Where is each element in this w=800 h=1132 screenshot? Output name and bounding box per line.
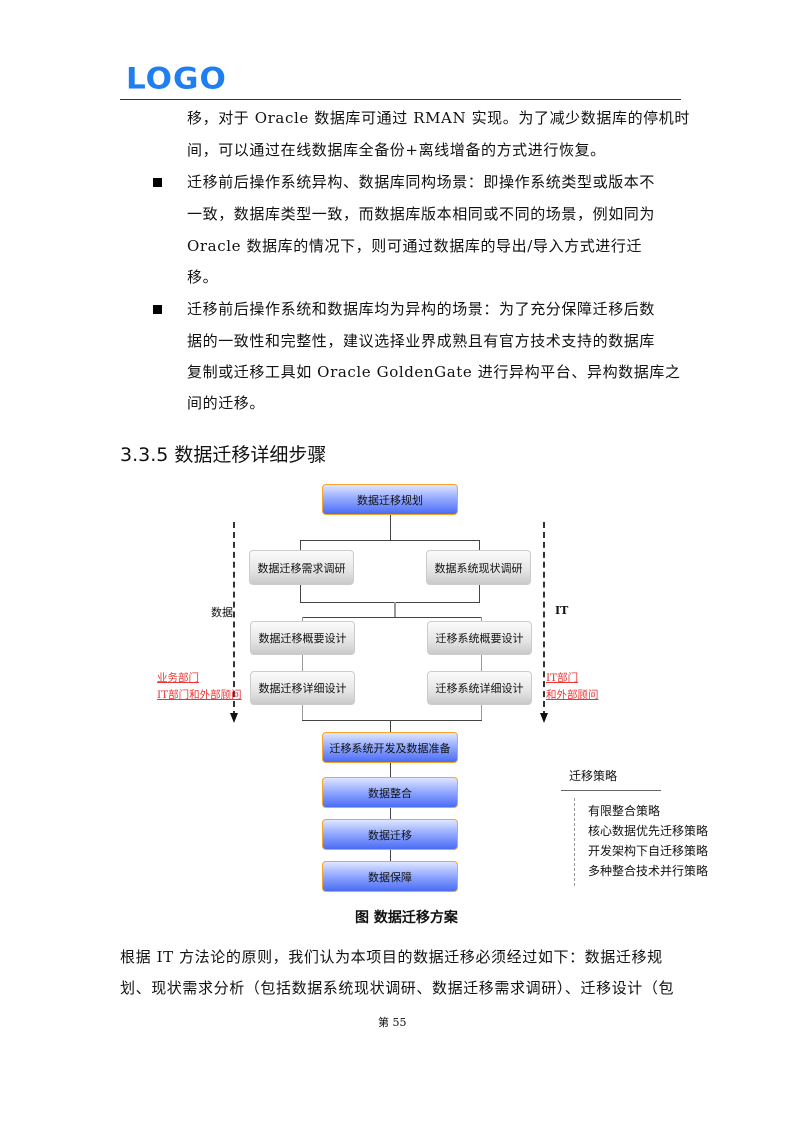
left-red-label: IT部门和外部顾问 (157, 689, 242, 701)
legend-item: 开发架构下自迁移策略 (588, 844, 709, 858)
legend-item: 核心数据优先迁移策略 (588, 824, 709, 838)
body-line: Oracle 数据库的情况下，则可通过数据库的导出/导入方式进行迁 (187, 237, 643, 255)
right-red-label: 和外部顾问 (546, 689, 599, 701)
left-label: 数据 (211, 606, 233, 619)
step-box: 迁移系统开发及数据准备 (322, 732, 458, 763)
arrow-down-icon (540, 713, 548, 723)
step-box: 迁移系统概要设计 (427, 621, 532, 655)
connector (479, 585, 480, 602)
step-box: 数据迁移 (322, 819, 458, 850)
step-box: 迁移系统详细设计 (427, 671, 532, 705)
step-box: 数据迁移需求调研 (249, 550, 354, 585)
legend-item: 多种整合技术并行策略 (588, 864, 709, 878)
page-number: 第 55 (378, 1016, 407, 1029)
body-line: 移。 (187, 268, 219, 286)
left-red-label: 业务部门 (157, 672, 199, 684)
arrow-down-icon (230, 713, 238, 723)
step-box: 数据整合 (322, 777, 458, 808)
connector (302, 617, 482, 618)
dashed-arrow-line (543, 522, 545, 717)
connector (300, 602, 480, 603)
connector (300, 540, 480, 541)
legend-title: 迁移策略 (569, 769, 618, 783)
step-box: 数据迁移详细设计 (250, 671, 355, 705)
connector (302, 720, 482, 721)
paragraph-line: 划、现状需求分析（包括数据系统现状调研、数据迁移需求调研）、迁移设计（包 (120, 979, 675, 997)
bullet-icon (153, 305, 162, 314)
body-line: 迁移前后操作系统和数据库均为异构的场景：为了充分保障迁移后数 (187, 300, 656, 318)
legend-item: 有限整合策略 (588, 804, 661, 818)
connector (300, 585, 301, 602)
right-label: IT (555, 604, 569, 617)
legend-dashed-line (574, 798, 575, 886)
connector (394, 602, 396, 617)
legend-rule (561, 790, 661, 791)
bullet-icon (153, 178, 162, 187)
body-line: 移，对于 Oracle 数据库可通过 RMAN 实现。为了减少数据库的停机时 (187, 109, 690, 127)
connector (390, 515, 391, 540)
dashed-arrow-line (233, 522, 235, 717)
connector (481, 617, 482, 720)
header-rule (120, 99, 681, 100)
body-line: 复制或迁移工具如 Oracle GoldenGate 进行异构平台、异构数据库之 (187, 363, 681, 381)
logo: LOGO (126, 61, 227, 97)
step-box: 数据系统现状调研 (426, 550, 531, 585)
body-line: 据的一致性和完整性，建议选择业界成熟且有官方技术支持的数据库 (187, 332, 656, 350)
body-line: 间，可以通过在线数据库全备份+离线增备的方式进行恢复。 (187, 141, 606, 159)
step-box: 数据迁移规划 (322, 484, 458, 515)
body-line: 迁移前后操作系统异构、数据库同构场景：即操作系统类型或版本不 (187, 173, 656, 191)
figure-caption: 图 数据迁移方案 (355, 910, 458, 926)
connector (300, 540, 301, 550)
right-red-label: IT部门 (546, 672, 579, 684)
step-box: 数据保障 (322, 861, 458, 892)
step-box: 数据迁移概要设计 (250, 621, 355, 655)
section-heading: 3.3.5 数据迁移详细步骤 (120, 444, 327, 466)
paragraph-line: 根据 IT 方法论的原则，我们认为本项目的数据迁移必须经过如下：数据迁移规 (120, 948, 663, 966)
body-line: 间的迁移。 (187, 394, 266, 412)
body-line: 一致，数据库类型一致，而数据库版本相同或不同的场景，例如同为 (187, 205, 656, 223)
connector (302, 617, 303, 720)
connector (479, 540, 480, 550)
